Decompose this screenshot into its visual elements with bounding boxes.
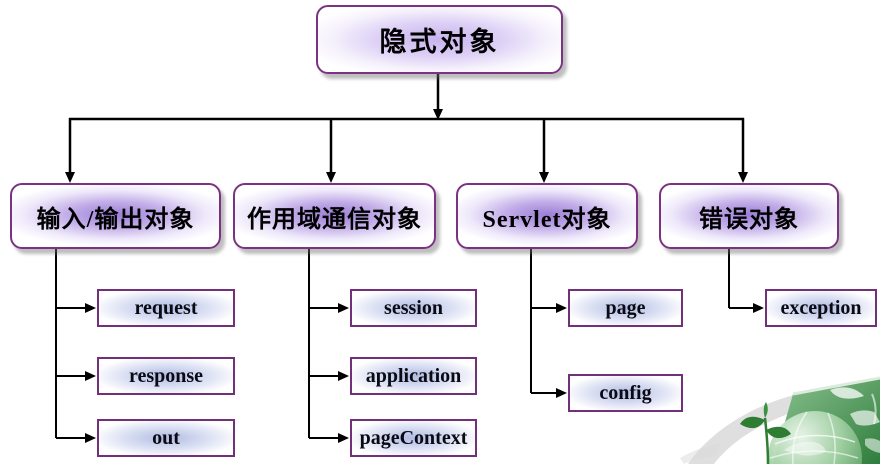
branch-node-scope-communication: 作用域通信对象	[233, 183, 436, 249]
leaf-node-label: request	[134, 296, 198, 319]
leaf-node-request: request	[97, 289, 235, 327]
leaf-node-application: application	[350, 357, 477, 395]
root-node-implicit-objects: 隐式对象	[316, 5, 563, 74]
leaf-node-pagecontext: pageContext	[350, 419, 477, 457]
root-node-label: 隐式对象	[379, 27, 500, 57]
leaf-node-page: page	[568, 289, 683, 327]
branch-node-label: 作用域通信对象	[247, 206, 422, 233]
branch-node-error: 错误对象	[659, 183, 839, 249]
leaf-node-label: application	[365, 364, 462, 387]
leaf-node-label: config	[599, 381, 652, 404]
leaf-node-label: session	[384, 296, 443, 319]
leaf-node-label: pageContext	[359, 426, 468, 449]
branch-node-label: Servlet对象	[482, 206, 612, 233]
swoosh-shape	[680, 394, 808, 464]
leaf-node-label: response	[128, 364, 204, 387]
branch-node-label: 输入/输出对象	[36, 206, 195, 233]
sprout-icon	[740, 402, 791, 464]
leaf-node-label: page	[605, 296, 646, 319]
globe-icon	[768, 411, 862, 464]
leaf-node-config: config	[568, 374, 683, 412]
leaf-node-session: session	[350, 289, 477, 327]
branch-node-servlet: Servlet对象	[456, 183, 638, 249]
leaf-node-exception: exception	[765, 289, 877, 327]
leaf-node-response: response	[97, 357, 235, 395]
globe-decoration	[680, 376, 880, 464]
leaf-node-label: exception	[780, 296, 862, 319]
branch-node-label: 错误对象	[699, 206, 799, 233]
leaf-node-label: out	[152, 426, 180, 449]
branch-node-input-output: 输入/输出对象	[10, 183, 221, 249]
leaf-node-out: out	[97, 419, 235, 457]
